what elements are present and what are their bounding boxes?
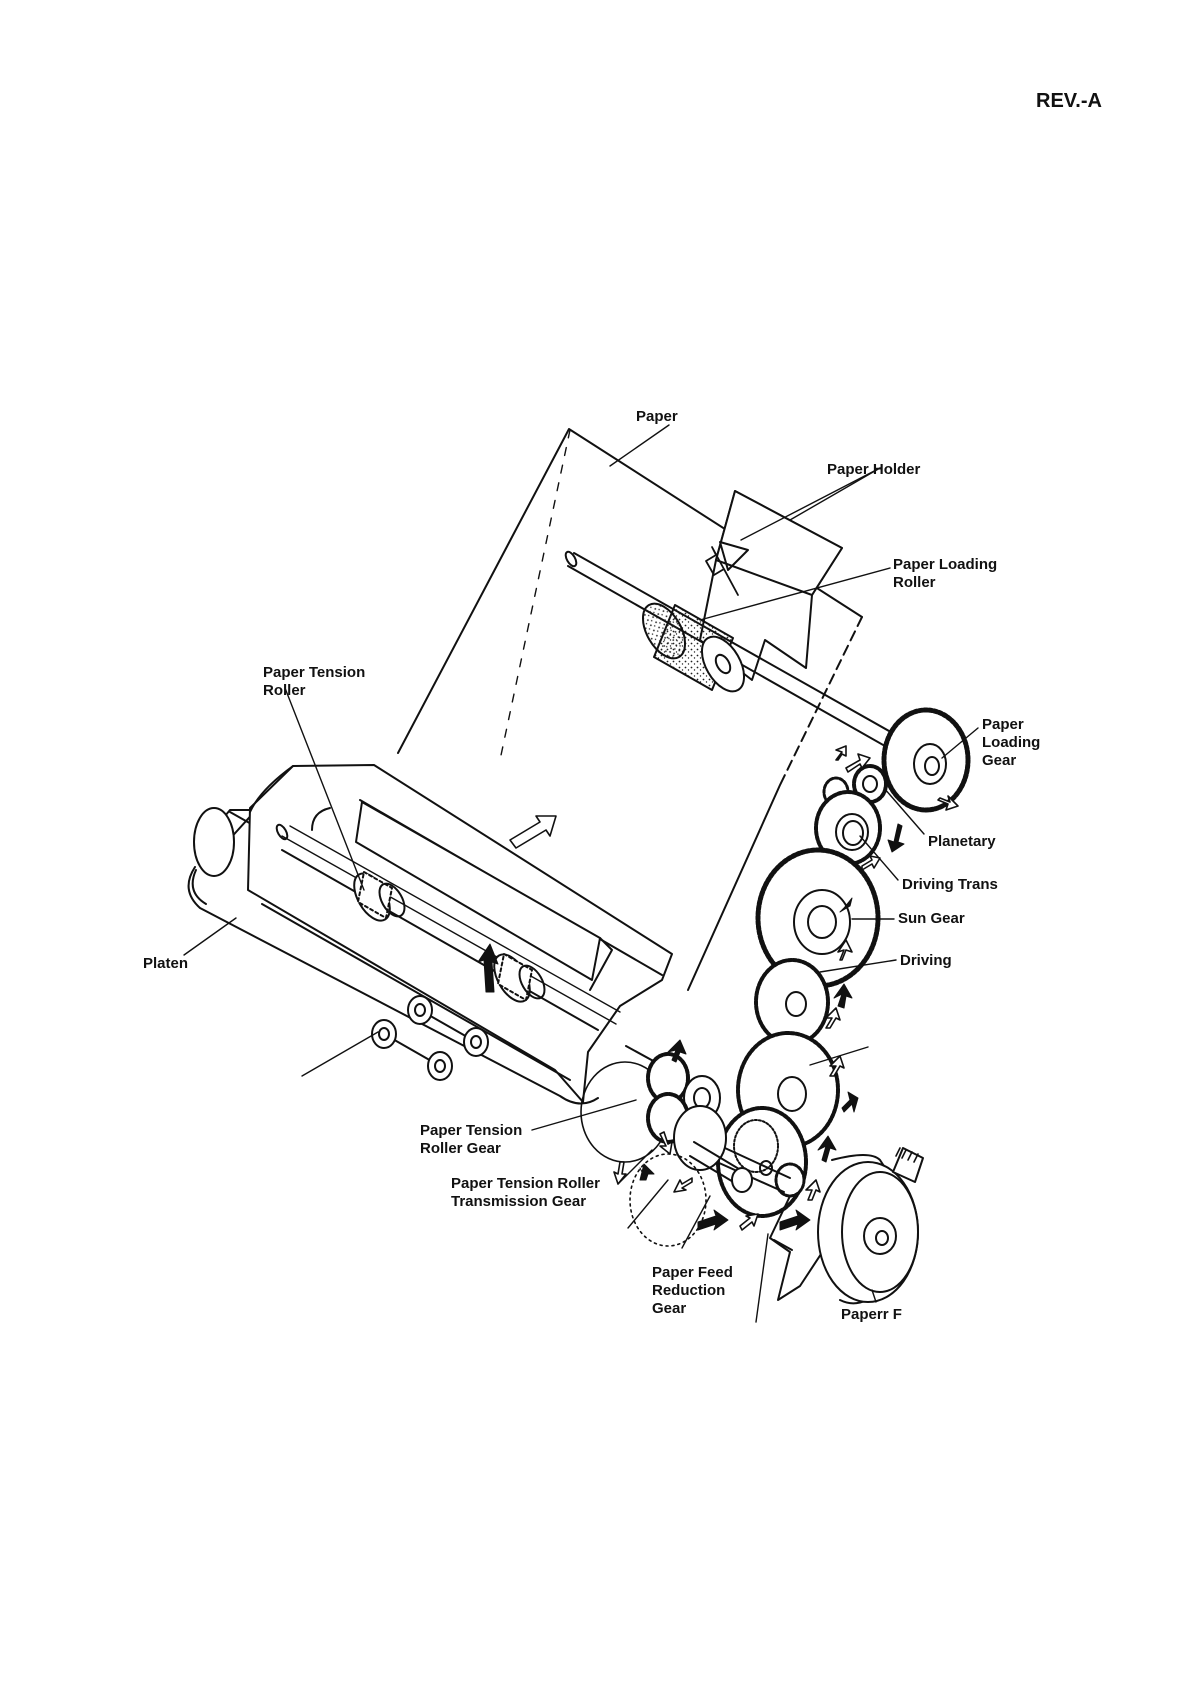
- paper-tension-unit: [248, 765, 672, 1102]
- sun-gear-label: Sun Gear: [898, 910, 965, 928]
- platen-label: Platen: [143, 955, 188, 973]
- driving-trans-label: Driving Trans: [902, 876, 998, 894]
- planetary-label: Planetary: [928, 833, 996, 851]
- paper-loading-roller-label: Paper Loading Roller: [893, 556, 997, 592]
- paper-loading-gear: [884, 710, 968, 810]
- paper-label: Paper: [636, 408, 678, 426]
- driving-label: Driving: [900, 952, 952, 970]
- paper-feed-motor-label: Paperr F: [841, 1306, 902, 1324]
- paper-tension-roller-transmission-gear-label: Paper Tension Roller Transmission Gear: [451, 1175, 600, 1211]
- paper-loading-gear-label: Paper Loading Gear: [982, 716, 1040, 770]
- paper-feed-motor: [818, 1148, 923, 1303]
- paper-feed-reduction-gear-label: Paper Feed Reduction Gear: [652, 1264, 733, 1318]
- paper-tension-roller-gear-label: Paper Tension Roller Gear: [420, 1122, 522, 1158]
- paper-holder-label: Paper Holder: [827, 461, 920, 479]
- paper-tension-roller-label: Paper Tension Roller: [263, 664, 365, 700]
- paper-feed-reduction-gear: [718, 1108, 806, 1216]
